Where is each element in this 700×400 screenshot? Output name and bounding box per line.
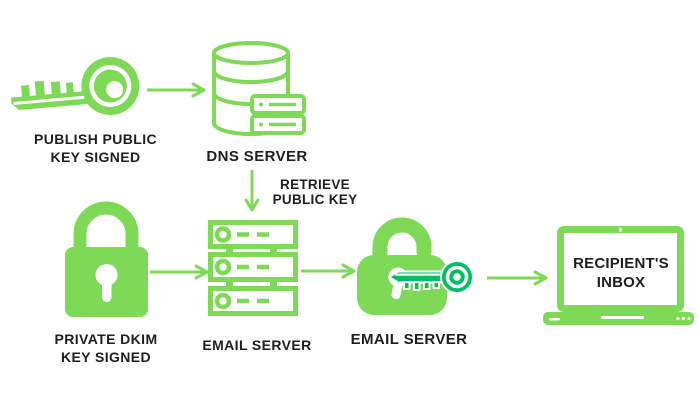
arrow-right-icon: [301, 263, 356, 279]
retrieve-public-key-label: RETRIEVE PUBLIC KEY: [264, 177, 366, 207]
publish-public-key-label: PUBLISH PUBLIC KEY SIGNED: [18, 130, 173, 166]
inbox-label-line2: INBOX: [596, 274, 646, 291]
locked-padlock-icon: [65, 201, 148, 317]
publish-label-line1: PUBLISH PUBLIC: [33, 131, 158, 147]
unlocked-padlock-key-icon: [357, 217, 474, 315]
recipients-inbox-label: RECIPIENT'S INBOX: [560, 254, 682, 292]
arrow-right-icon: [147, 82, 206, 98]
database-server-icon: [212, 41, 306, 136]
private-label-line2: KEY SIGNED: [60, 349, 152, 365]
private-dkim-key-label: PRIVATE DKIM KEY SIGNED: [30, 330, 182, 366]
email-server-outgoing-label: EMAIL SERVER: [202, 337, 312, 353]
dns-server-label: DNS SERVER: [206, 148, 308, 165]
publish-label-line2: KEY SIGNED: [50, 149, 141, 165]
arrow-right-icon: [150, 264, 209, 280]
key-icon: [10, 56, 140, 115]
email-server-verify-label: EMAIL SERVER: [350, 331, 468, 348]
private-label-line1: PRIVATE DKIM: [54, 331, 158, 347]
inbox-label-line1: RECIPIENT'S: [573, 255, 669, 272]
arrow-right-icon: [487, 270, 548, 286]
laptop-icon: [543, 226, 694, 325]
server-stack-icon: [208, 220, 298, 316]
retrieve-label-line1: RETRIEVE: [280, 177, 350, 192]
arrow-down-icon: [244, 170, 260, 212]
retrieve-label-line2: PUBLIC KEY: [272, 192, 358, 207]
